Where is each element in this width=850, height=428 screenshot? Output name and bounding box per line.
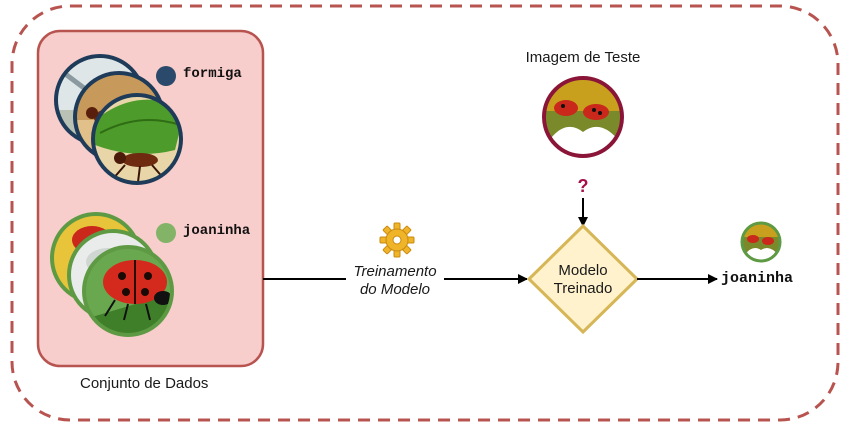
result-label: joaninha xyxy=(721,270,794,287)
question-mark: ? xyxy=(577,176,589,196)
ant-image-3 xyxy=(91,93,183,185)
model-label: Modelo Treinado xyxy=(543,262,623,298)
result-image xyxy=(740,221,782,263)
dataset-caption: Conjunto de Dados xyxy=(80,375,209,392)
training-label-line2: do Modelo xyxy=(359,281,431,298)
training-label: Treinamento do Modelo xyxy=(346,263,444,299)
gear-icon xyxy=(379,222,415,258)
joaninha-label: joaninha xyxy=(183,223,251,239)
formiga-dot xyxy=(156,66,176,86)
joaninha-dot xyxy=(156,223,176,243)
training-label-line1: Treinamento xyxy=(353,263,437,280)
model-diamond xyxy=(526,223,640,335)
test-image xyxy=(542,76,624,158)
model-label-line2: Treinado xyxy=(553,280,613,297)
test-image-title: Imagem de Teste xyxy=(525,49,641,66)
formiga-label: formiga xyxy=(183,66,242,82)
outer-frame xyxy=(10,4,840,422)
model-label-line1: Modelo xyxy=(558,262,608,279)
